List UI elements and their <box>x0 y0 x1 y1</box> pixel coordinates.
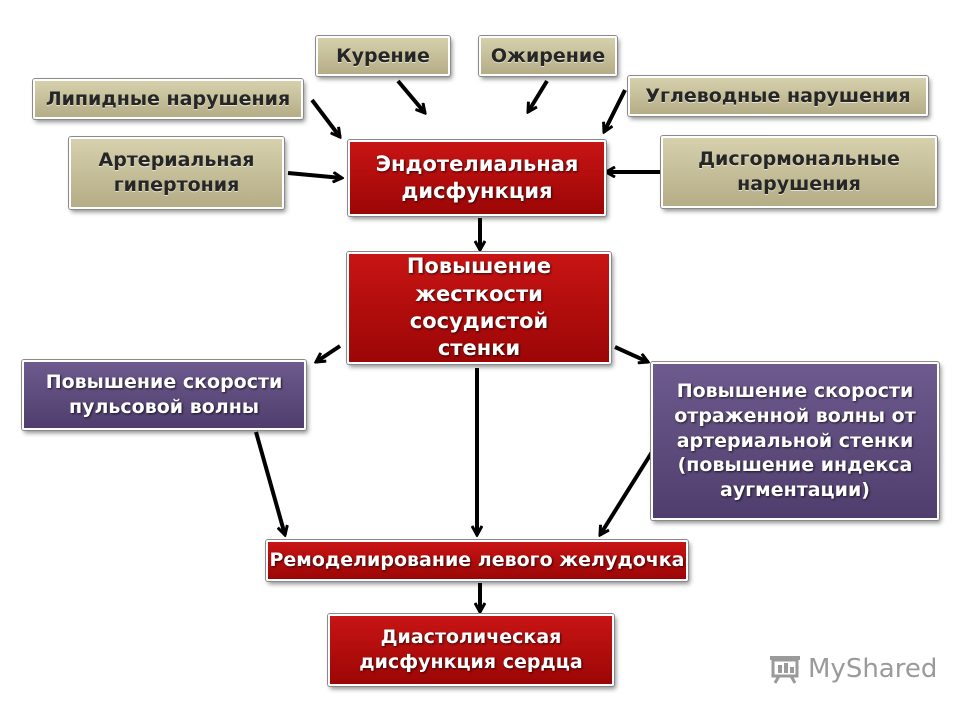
node-diastolic-label: Диастолическая дисфункция сердца <box>359 626 583 673</box>
node-lipid: Липидные нарушения <box>33 79 303 119</box>
logo: MyShared <box>768 654 937 684</box>
node-reflected-wave-label: Повышение скорости отраженной волны от а… <box>674 380 916 502</box>
node-remodeling-label: Ремоделирование левого желудочка <box>269 549 685 572</box>
node-obesity-label: Ожирение <box>490 44 606 67</box>
arrow-smoking-endothelial <box>396 79 425 113</box>
node-hypertension: Артериальная гипертония <box>69 137 284 209</box>
node-diastolic: Диастолическая дисфункция сердца <box>328 614 614 686</box>
node-carbohydrate-label: Углеводные нарушения <box>645 84 911 107</box>
node-smoking: Курение <box>316 36 450 76</box>
node-remodeling: Ремоделирование левого желудочка <box>266 540 688 581</box>
arrow-lipid-endothelial <box>310 98 340 137</box>
arrow-stiffness-reflected <box>614 345 648 362</box>
node-dyshormonal: Дисгормональные нарушения <box>661 136 937 208</box>
node-reflected-wave: Повышение скорости отраженной волны от а… <box>651 362 939 520</box>
node-lipid-label: Липидные нарушения <box>45 87 291 110</box>
node-stiffness: Повышение жесткости сосудистой стенки <box>347 252 611 364</box>
node-stiffness-label: Повышение жесткости сосудистой стенки <box>406 254 552 361</box>
logo-text: MyShared <box>808 654 938 684</box>
node-pulse-wave-label: Повышение скорости пульсовой волны <box>45 371 283 418</box>
arrow-stiffness-pulse <box>316 344 342 362</box>
node-smoking-label: Курение <box>336 44 430 67</box>
node-carbohydrate: Углеводные нарушения <box>628 76 928 116</box>
arrow-pulse-remodeling <box>254 431 285 535</box>
node-endothelial-label: Эндотелиальная дисфункция <box>375 151 579 203</box>
presentation-board-icon <box>770 656 800 684</box>
node-dyshormonal-label: Дисгормональные нарушения <box>698 148 900 195</box>
node-endothelial: Эндотелиальная дисфункция <box>348 140 606 216</box>
node-pulse-wave: Повышение скорости пульсовой волны <box>22 360 306 430</box>
arrow-hypertension-endothelial <box>287 171 342 178</box>
arrow-reflected-remodeling <box>598 450 654 535</box>
arrow-carbohydrate-endothelial <box>604 89 627 132</box>
node-obesity: Ожирение <box>479 36 617 76</box>
node-hypertension-label: Артериальная гипертония <box>98 149 255 196</box>
arrow-obesity-endothelial <box>526 79 549 112</box>
